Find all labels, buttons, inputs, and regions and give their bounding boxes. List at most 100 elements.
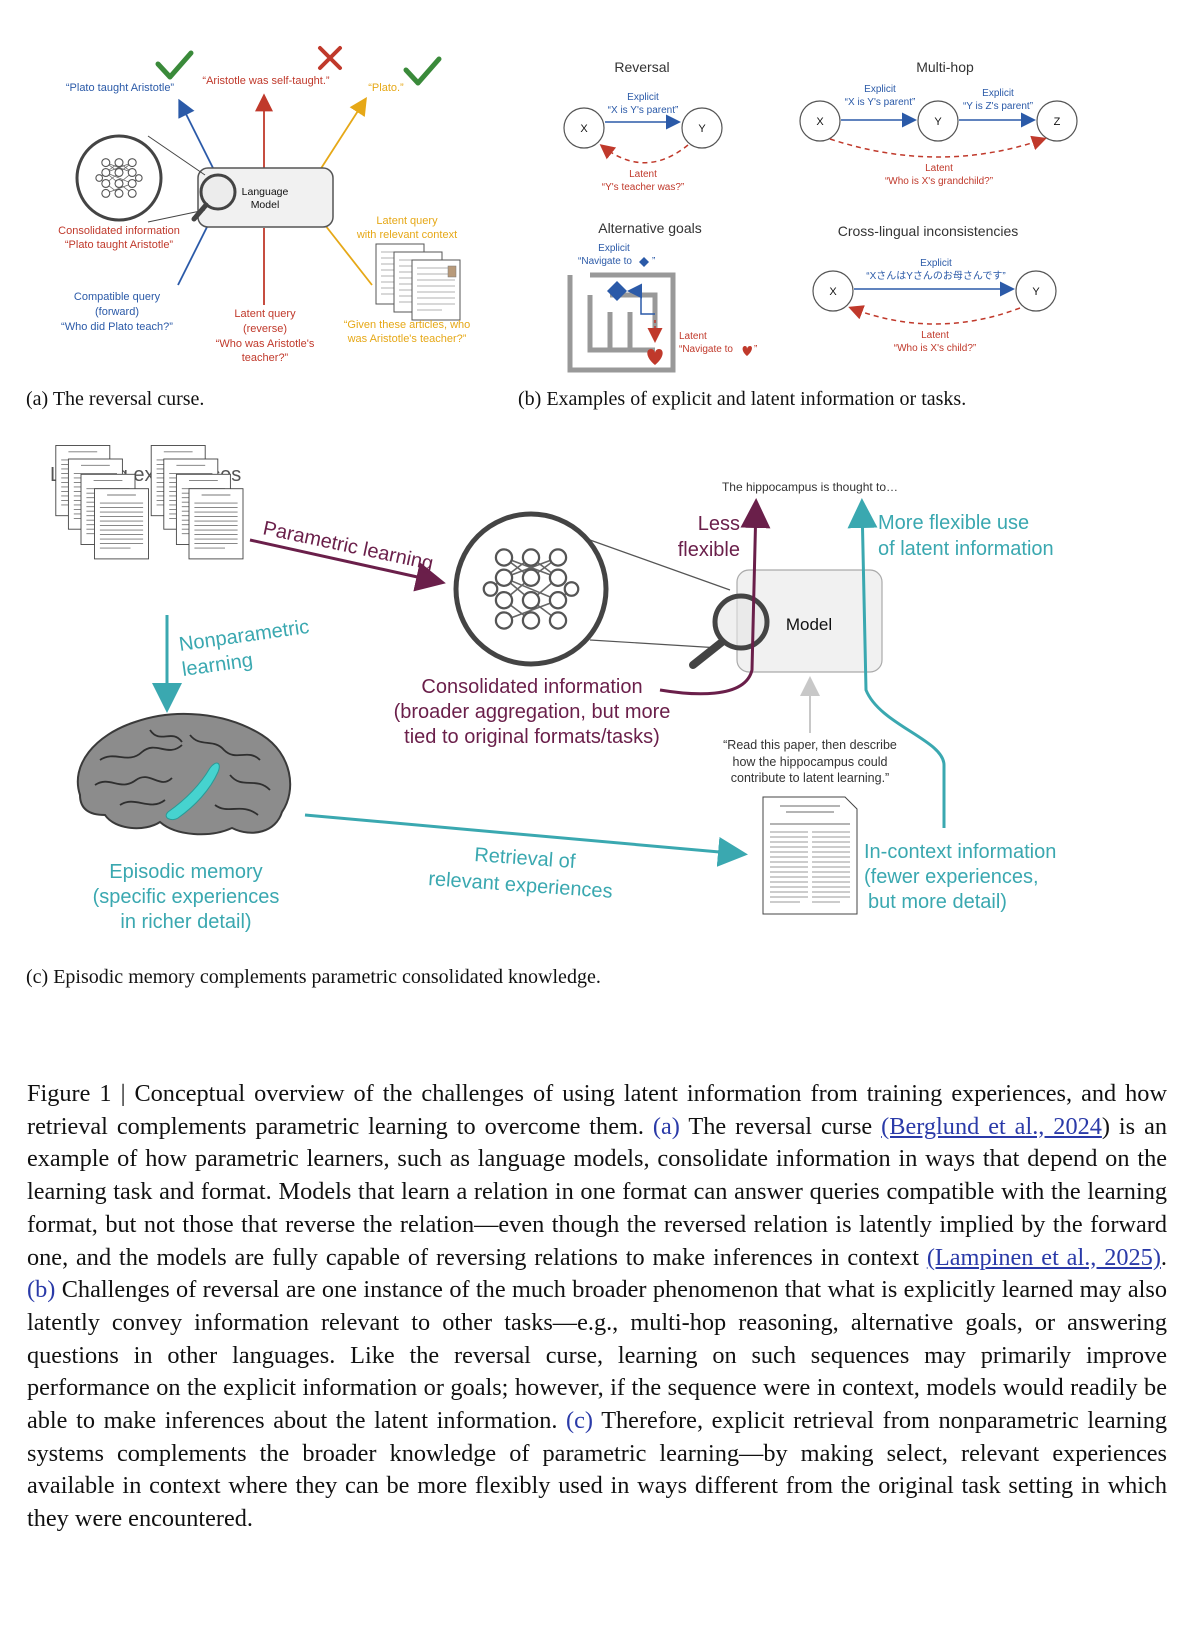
latent-query-label: Latent query <box>234 308 296 320</box>
cross-lingual-title: Cross-lingual inconsistencies <box>838 223 1019 239</box>
compatible-query-label: Compatible query <box>74 291 161 303</box>
citation-link-lampinen[interactable]: (Lampinen et al., 2025) <box>926 1243 1161 1271</box>
alt-latent-quote: “Navigate to <box>679 344 733 355</box>
multihop-explicit-quote-1: “X is Y's parent” <box>845 97 916 108</box>
multihop-explicit-quote-2: “Y is Z's parent” <box>963 101 1033 112</box>
consolidated-info-quote: “Plato taught Aristotle” <box>65 239 174 251</box>
less-flexible-label-1: Less <box>698 513 740 535</box>
caption-text-1: Figure 1 | Conceptual overview of the ch… <box>27 1080 1167 1140</box>
documents-stack-icon <box>55 445 244 560</box>
model-label-1: Language <box>242 186 289 198</box>
reverse-answer-quote: “Aristotle was self-taught.” <box>202 75 329 87</box>
alt-explicit-label: Explicit <box>598 243 630 254</box>
alt-latent-quote-end: ” <box>754 344 757 355</box>
figure-caption: Figure 1 | Conceptual overview of the ch… <box>27 1078 1167 1536</box>
alt-explicit-quote: “Navigate to <box>578 256 632 267</box>
panel-b-caption: (b) Examples of explicit and latent info… <box>518 388 966 410</box>
caption-panel-a-marker: (a) <box>652 1112 680 1140</box>
magnifier-lens-icon <box>199 173 237 211</box>
context-query-sub: with relevant context <box>356 229 457 241</box>
latent-query-sub: (reverse) <box>243 323 287 335</box>
cross-lingual-latent-arrow <box>848 305 1021 325</box>
context-query-arrow <box>319 96 367 171</box>
cross-lingual-explicit-label: Explicit <box>920 258 952 269</box>
figure-canvas: Language Model “Plato taught Aristotle” … <box>26 46 1078 988</box>
context-query-label: Latent query <box>376 215 438 227</box>
cross-lingual-y-label: Y <box>1032 286 1040 298</box>
reversal-node-y <box>681 107 723 149</box>
articles-query-quote-1: “Given these articles, who <box>344 319 471 331</box>
c-magnifier-cone-bottom <box>589 639 721 649</box>
cross-lingual-latent-label: Latent <box>921 330 949 341</box>
caption-text-3: ) is an example of how parametric learne… <box>27 1112 1168 1271</box>
model-label-2: Model <box>251 199 280 211</box>
latent-query-quote-1: “Who was Aristotle's <box>216 338 315 350</box>
magnifier-cone-top <box>147 135 206 176</box>
in-context-label-3: but more detail) <box>868 891 1007 913</box>
hippocampus-note: The hippocampus is thought to… <box>722 480 898 494</box>
c-consolidated-label-1: Consolidated information <box>421 676 642 698</box>
caption-text-4: . <box>1160 1243 1167 1271</box>
episodic-memory-label-2: (specific experiences <box>93 886 280 908</box>
parametric-learning-label: Parametric learning <box>261 517 435 575</box>
hippocampus-icon <box>165 762 220 821</box>
reversal-latent-arrow <box>599 144 689 164</box>
read-query-line-2: how the hippocampus could <box>733 755 888 769</box>
less-flexible-label-2: flexible <box>678 539 740 561</box>
reversal-y-label: Y <box>698 123 706 135</box>
multihop-explicit-label-2: Explicit <box>982 88 1014 99</box>
citation-link-berglund[interactable]: (Berglund et al., 2024 <box>881 1112 1102 1140</box>
diamond-icon <box>639 257 649 267</box>
panel-b: Reversal X Y Explicit “X is Y's parent” … <box>518 59 1078 410</box>
forward-query-line <box>177 226 208 286</box>
multihop-latent-label: Latent <box>925 163 953 174</box>
retrieval-label-1: Retrieval of <box>474 844 577 873</box>
caption-text-5: Challenges of reversal are one instance … <box>27 1276 1167 1435</box>
multihop-latent-arrow <box>829 135 1047 158</box>
episodic-memory-label-3: in richer detail) <box>120 911 251 933</box>
alt-goals-title: Alternative goals <box>598 220 702 236</box>
brain-icon <box>76 712 292 836</box>
c-consolidated-label-3: tied to original formats/tasks) <box>404 726 660 748</box>
caption-panel-b-marker: (b) <box>27 1276 56 1304</box>
retrieval-label-2: relevant experiences <box>428 868 614 903</box>
model-label: Model <box>786 615 832 634</box>
context-query-line <box>324 224 373 286</box>
cross-lingual-node-x <box>812 270 854 312</box>
reversal-latent-quote: “Y's teacher was?” <box>602 182 685 193</box>
caption-panel-c-marker: (c) <box>566 1407 594 1435</box>
reversal-title: Reversal <box>614 59 669 75</box>
maze-goal-diamond-icon <box>607 281 627 301</box>
multihop-explicit-label-1: Explicit <box>864 84 896 95</box>
c-consolidated-label-2: (broader aggregation, but more <box>394 701 671 723</box>
multihop-latent-quote: “Who is X's grandchild?” <box>885 176 993 187</box>
maze-explicit-path <box>627 283 655 315</box>
compatible-query-sub: (forward) <box>95 306 139 318</box>
heart-icon <box>742 346 752 356</box>
consolidated-info-label: Consolidated information <box>58 225 180 237</box>
reversal-explicit-label: Explicit <box>627 92 659 103</box>
cross-icon <box>318 46 342 70</box>
latent-query-quote-2: teacher?” <box>242 352 289 364</box>
checkmark-icon-right <box>403 56 442 86</box>
panel-c: Learning experiences Parametric learning… <box>26 445 1056 988</box>
maze-icon <box>567 272 676 373</box>
magnifier-cone-bottom <box>147 209 206 223</box>
articles-query-quote-2: was Aristotle's teacher?” <box>347 333 467 345</box>
multihop-z-label: Z <box>1054 116 1061 128</box>
cross-lingual-explicit-quote: “XさんはYさんのお母さんです” <box>866 270 1006 282</box>
multihop-node-x <box>799 100 841 142</box>
more-flexible-label-2: of latent information <box>878 538 1054 560</box>
more-flexible-label-1: More flexible use <box>878 512 1029 534</box>
panel-a: Language Model “Plato taught Aristotle” … <box>26 46 471 410</box>
parametric-learning-arrow <box>249 538 446 592</box>
reversal-explicit-quote: “X is Y's parent” <box>608 105 679 116</box>
less-flexible-arrow <box>659 498 771 696</box>
maze-goal-heart-icon <box>647 349 663 365</box>
cross-lingual-node-y <box>1015 270 1057 312</box>
retrieval-arrow <box>304 813 748 867</box>
alt-explicit-quote-end: ” <box>652 256 655 267</box>
more-flexible-arrow <box>847 498 946 828</box>
caption-text-6: Therefore, explicit retrieval from nonpa… <box>27 1407 1167 1533</box>
read-query-line-1: “Read this paper, then describe <box>723 738 897 752</box>
